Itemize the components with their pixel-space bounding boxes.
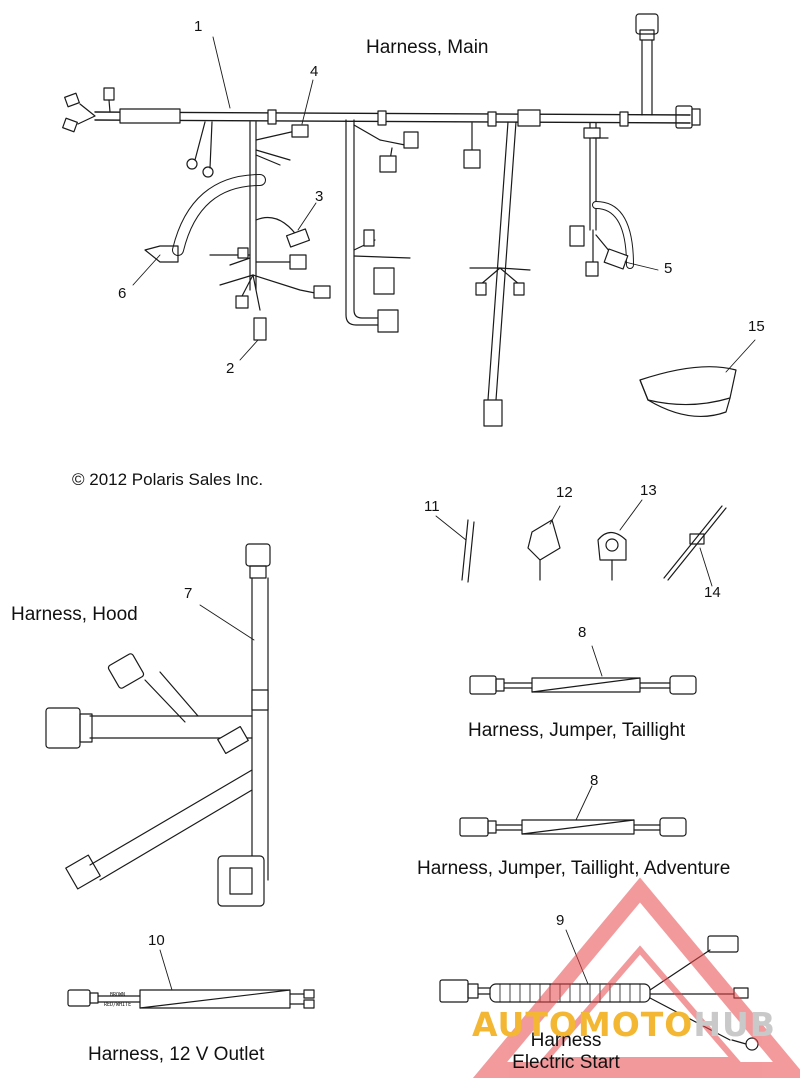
hood-harness-drawing	[45, 543, 271, 907]
outlet-12v-drawing	[67, 949, 315, 1009]
callout-2: 2	[226, 360, 235, 377]
title-electric-start-line1: Harness	[530, 1030, 602, 1051]
watermark-logo	[472, 877, 800, 1078]
copyright-notice: © 2012 Polaris Sales Inc.	[72, 470, 264, 489]
title-main-harness: Harness, Main	[366, 37, 489, 58]
callout-1: 1	[194, 18, 203, 35]
callout-13: 13	[640, 482, 657, 499]
callout-5: 5	[664, 260, 673, 277]
callout-11: 11	[424, 498, 440, 515]
main-harness-drawing	[62, 13, 756, 427]
callout-4: 4	[310, 63, 319, 80]
watermark-part-a: AUTOMOTO	[472, 1005, 694, 1044]
jumper-adventure-drawing	[459, 785, 687, 837]
callout-10: 10	[148, 932, 165, 949]
clips-drawing	[435, 499, 727, 587]
callout-14: 14	[704, 584, 721, 601]
callout-8-adventure: 8	[590, 772, 599, 789]
callout-7: 7	[184, 585, 193, 602]
cover-15-drawing	[639, 366, 737, 417]
title-jumper-adventure: Harness, Jumper, Taillight, Adventure	[417, 858, 731, 879]
title-jumper-taillight: Harness, Jumper, Taillight	[468, 720, 686, 741]
watermark-wordmark: AUTOMOTOHUB	[472, 1005, 776, 1044]
watermark-part-b: HUB	[693, 1005, 776, 1044]
callout-6: 6	[118, 285, 127, 302]
wire-label-red-white: RED/WHITE	[104, 1002, 132, 1008]
jumper-taillight-drawing	[469, 645, 697, 695]
callout-3: 3	[315, 188, 324, 205]
callout-15: 15	[748, 318, 765, 335]
callout-8-taillight: 8	[578, 624, 587, 641]
wire-label-brown: BROWN	[110, 992, 126, 998]
callout-12: 12	[556, 484, 573, 501]
title-hood-harness: Harness, Hood	[11, 604, 138, 625]
title-12v-outlet: Harness, 12 V Outlet	[88, 1044, 265, 1065]
title-electric-start-line2: Electric Start	[512, 1052, 620, 1073]
callout-9: 9	[556, 912, 565, 929]
